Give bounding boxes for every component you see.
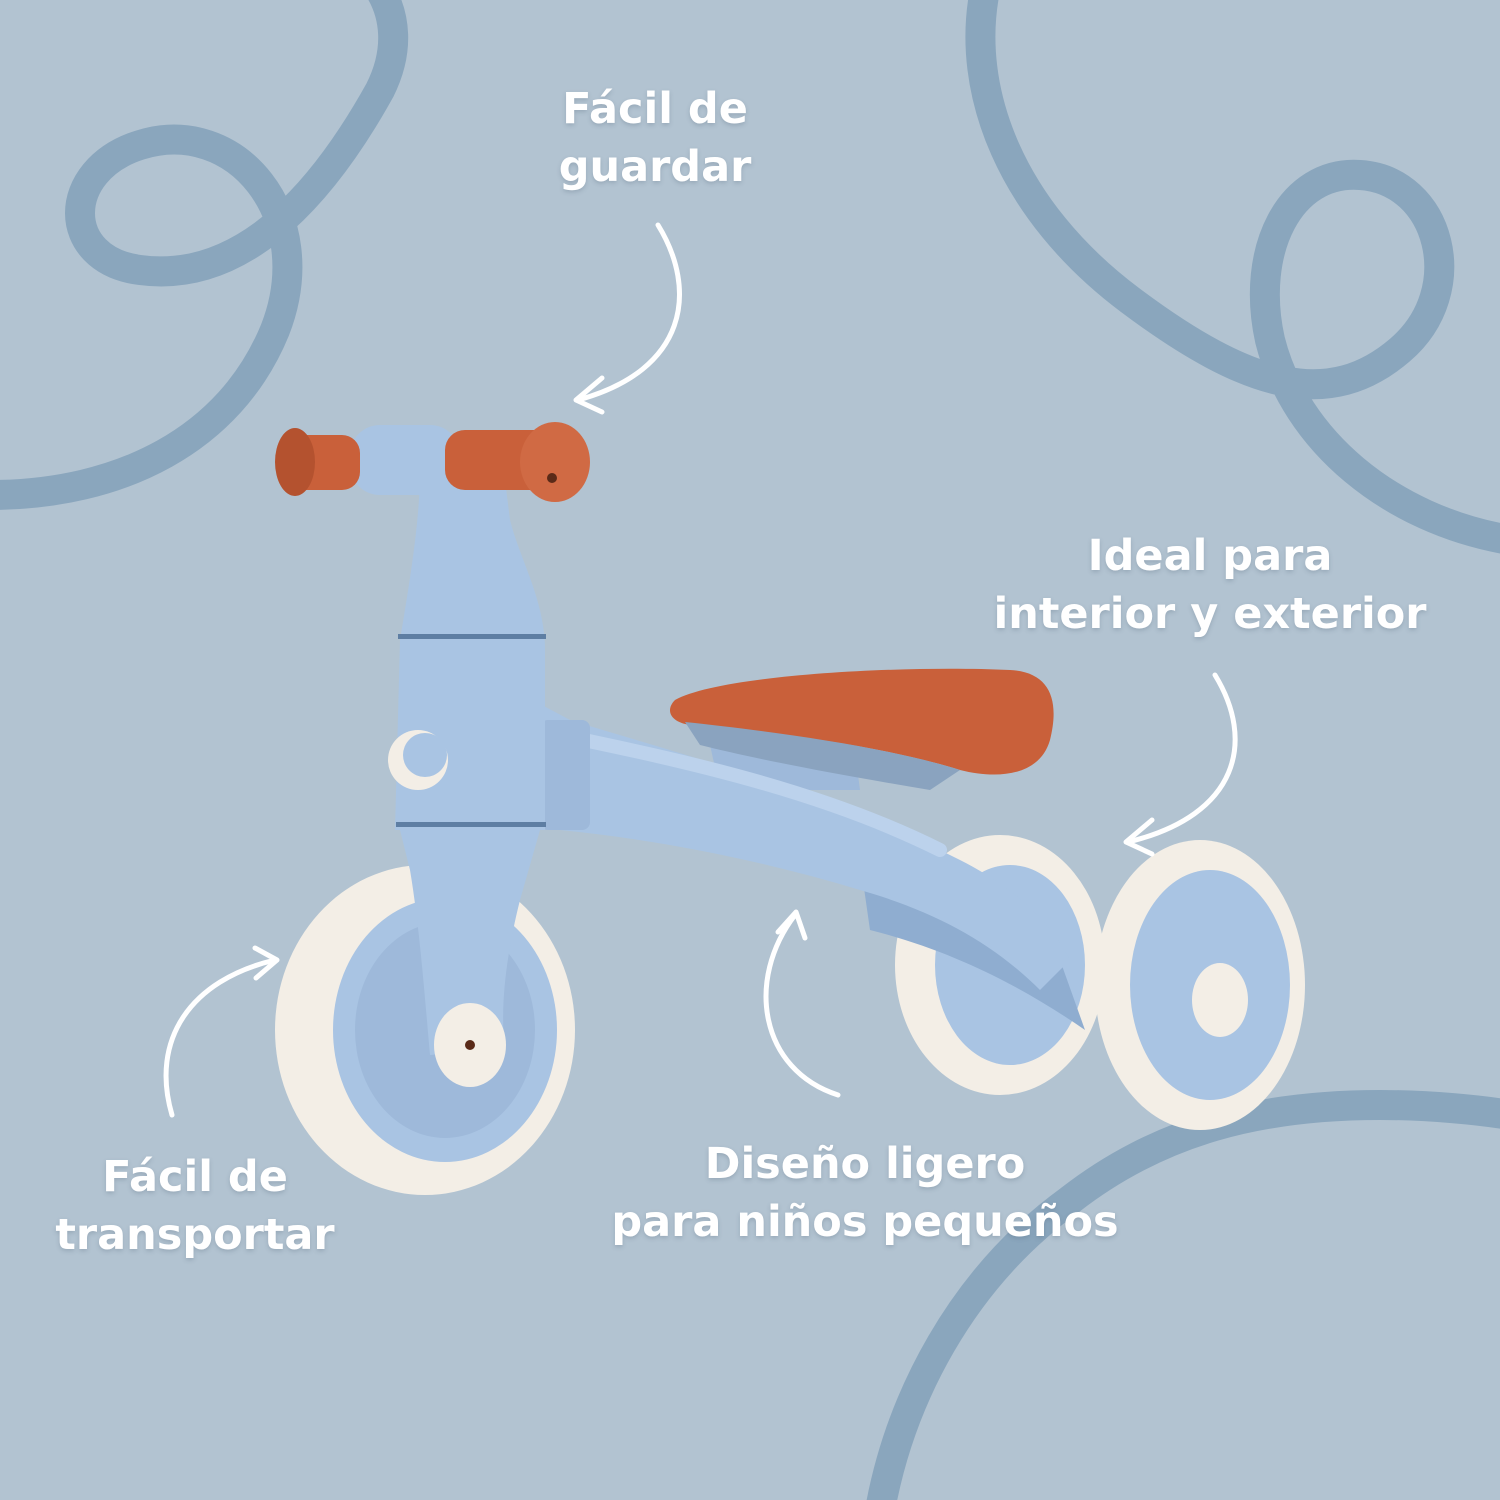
column-seam-bottom [396,822,546,827]
handlebar-grip-right [445,422,590,502]
swirl-bottom-right [866,1089,1500,1500]
swirl-top-left [0,0,409,510]
swirl-top-right [965,0,1500,554]
column-seam-top [398,634,546,639]
callout-light-line2: para niños pequeños [611,1197,1119,1247]
callout-easy-to-carry: Fácil de transportar [40,1148,350,1264]
curved-arrow-icon [763,909,841,1098]
callout-indoor-outdoor: Ideal para interior y exterior [980,527,1440,643]
frame-highlight [553,728,947,857]
front-fork [400,830,540,1055]
callout-light-line1: Diseño ligero [704,1139,1026,1189]
rear-right-wheel [1095,840,1305,1130]
handlebar-center [350,425,460,495]
frame-joint [540,720,590,830]
handlebar-grip-left [275,428,360,496]
callout-carry-line2: transportar [55,1210,335,1260]
curved-arrow-icon [163,945,280,1118]
curved-arrow-icon [573,222,682,415]
callout-indoor-line2: interior y exterior [993,589,1427,639]
callout-store-line2: guardar [558,142,752,192]
callout-carry-line1: Fácil de [102,1152,288,1202]
callout-lightweight-design: Diseño ligero para niños pequeños [590,1135,1140,1251]
seat [670,668,1054,790]
curved-arrow-icon [1123,672,1238,857]
callout-easy-to-store: Fácil de guardar [510,80,800,196]
callout-indoor-line1: Ideal para [1087,531,1333,581]
callout-store-line1: Fácil de [562,84,748,134]
